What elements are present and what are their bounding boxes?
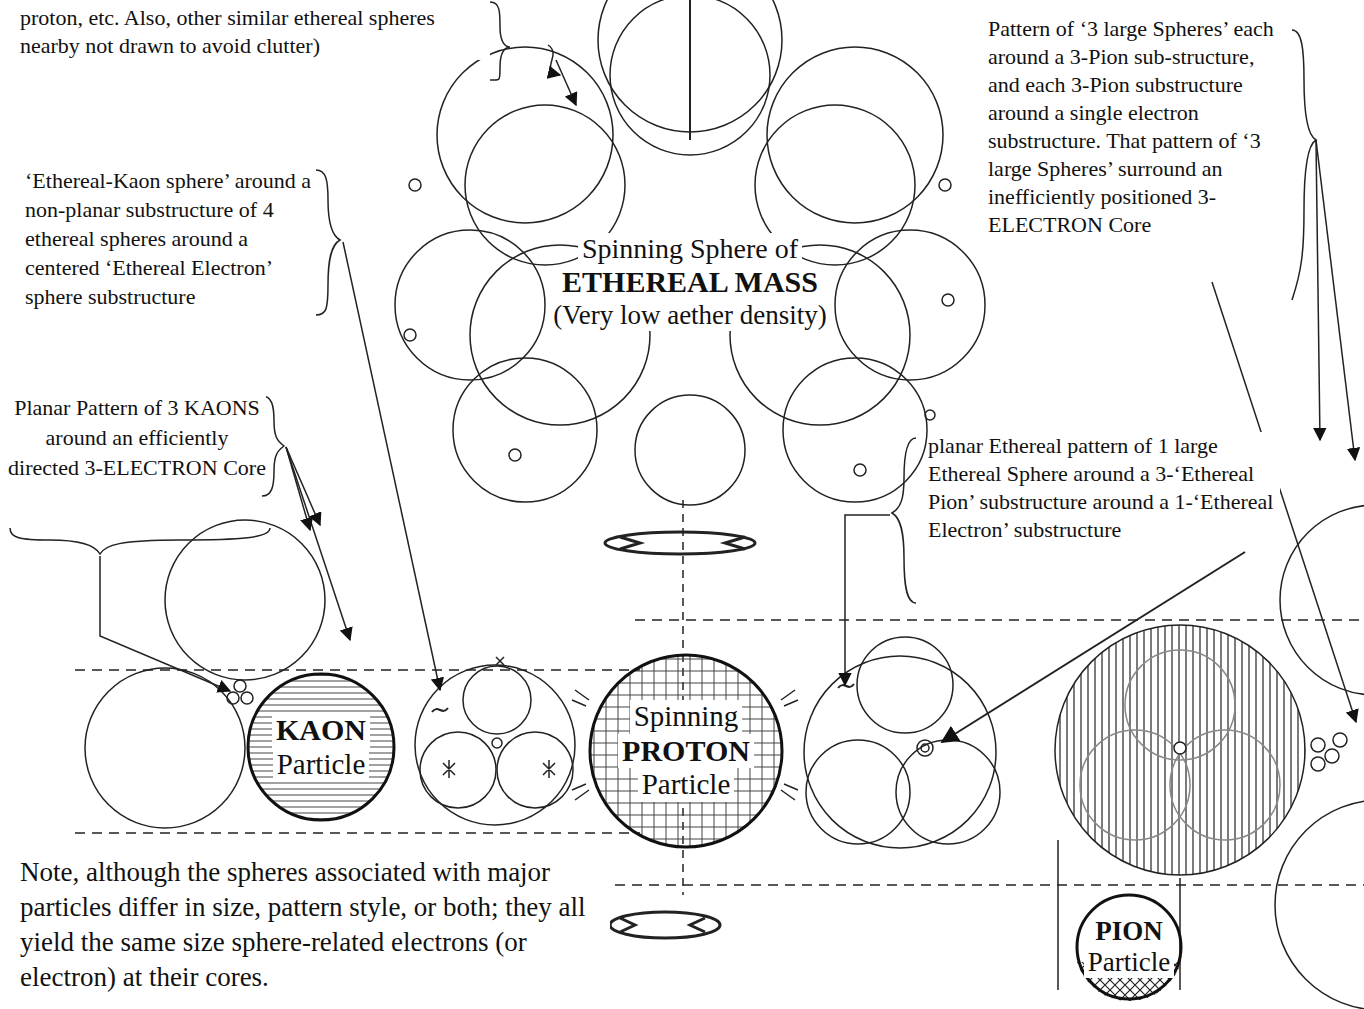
particle-name: PION: [1091, 916, 1167, 947]
pion-particle: PIONParticle: [1075, 893, 1183, 1001]
particle-name: (Very low aether density): [549, 300, 831, 331]
callout-text: Planar Pattern of 3 KAONS around an effi…: [8, 393, 266, 483]
callout-text: proton, etc. Also, other similar etherea…: [20, 4, 490, 60]
note-text: Note, although the spheres associated wi…: [20, 855, 610, 995]
callout-text: ‘Ethereal-Kaon sphere’ around a non-plan…: [25, 166, 315, 311]
particle-name: Particle: [273, 748, 370, 781]
callout-text: Pattern of ‘3 large Spheres’ each around…: [988, 15, 1288, 239]
kaon-particle: KAONParticle: [246, 672, 396, 822]
particle-name: PROTON: [618, 734, 754, 769]
particle-name: Particle: [638, 768, 735, 801]
proton-particle: SpinningPROTONParticle: [588, 653, 784, 849]
ethereal-mass-sphere: Spinning Sphere ofETHEREAL MASS(Very low…: [515, 172, 865, 392]
particle-name: Spinning Sphere of: [578, 233, 802, 265]
particle-name: Particle: [1084, 947, 1174, 978]
particle-name: Spinning: [630, 700, 743, 733]
callout-text: planar Ethereal pattern of 1 large Ether…: [928, 432, 1280, 544]
particle-name: ETHEREAL MASS: [558, 265, 822, 300]
particle-name: KAON: [272, 713, 370, 748]
